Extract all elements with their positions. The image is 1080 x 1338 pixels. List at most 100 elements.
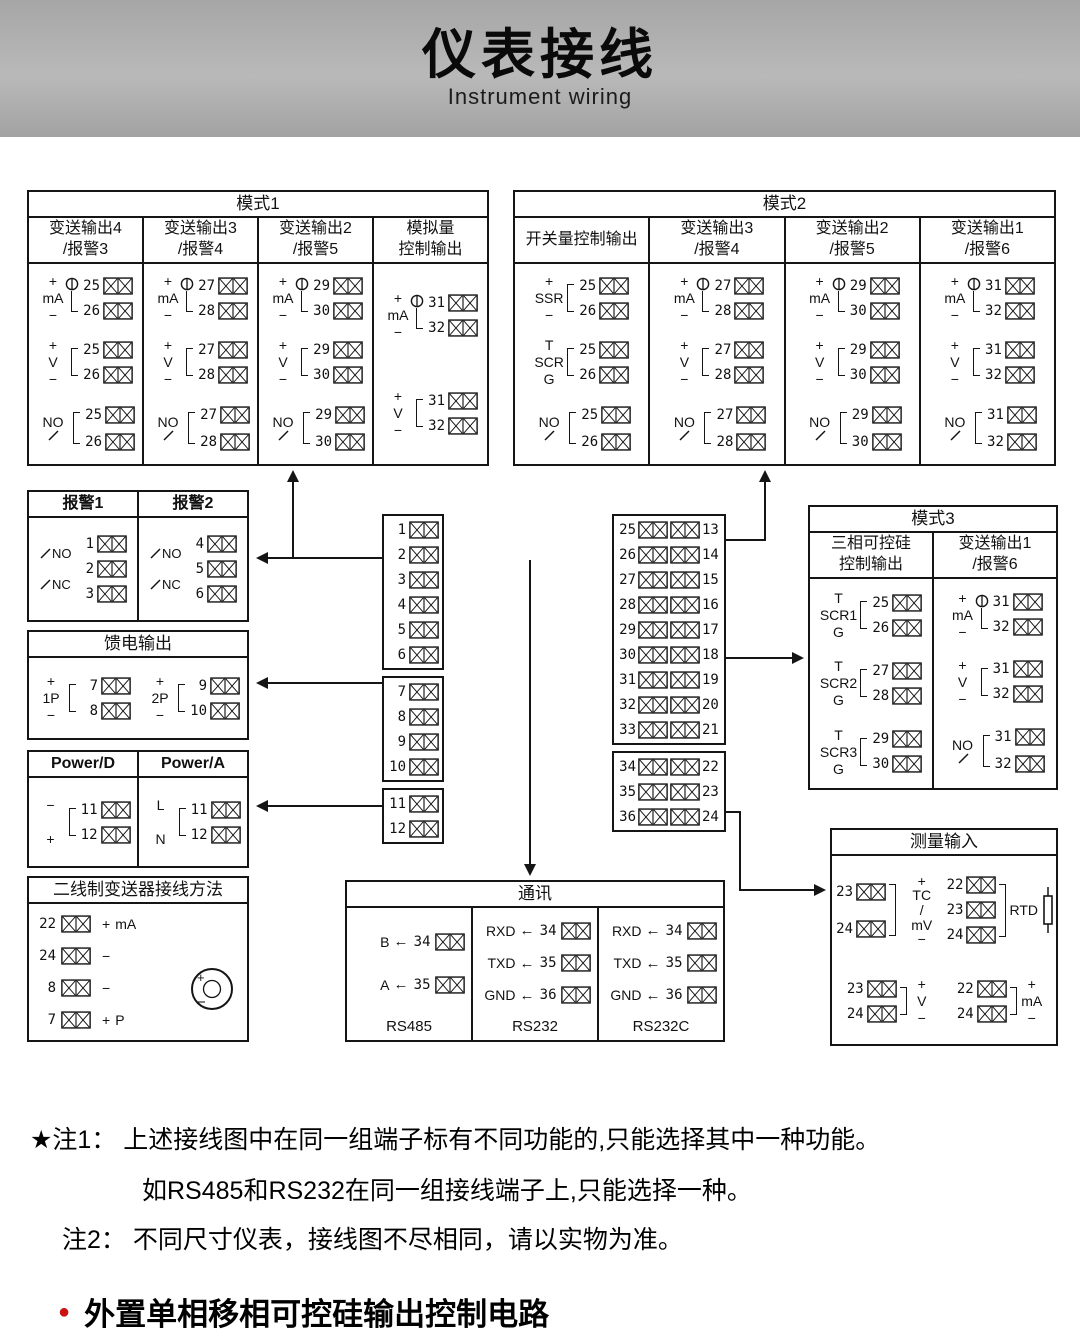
terminal-number: 8 bbox=[397, 708, 406, 725]
terminal-number: 8 bbox=[47, 980, 56, 996]
terminal-number: 35 bbox=[665, 955, 683, 971]
note-2: 注2： 不同尺寸仪表，接线图不尽相同，请以实物为准。 bbox=[62, 1228, 1080, 1253]
terminal-row: 28 bbox=[196, 298, 248, 323]
terminal-number: 15 bbox=[702, 571, 719, 588]
terminal-number: 27 bbox=[716, 406, 734, 423]
terminal-row: 24− bbox=[37, 942, 239, 970]
terminal-row: 4 bbox=[387, 592, 439, 617]
group-name-line: SCR1 bbox=[819, 607, 858, 624]
terminal-row: 27 bbox=[714, 402, 767, 427]
terminal-screw-icon bbox=[207, 585, 237, 603]
terminal-row: 26 bbox=[870, 615, 922, 640]
group-label: +mA− bbox=[940, 273, 970, 323]
terminal-row: 29 bbox=[848, 337, 900, 362]
terminal-number: 23 bbox=[836, 883, 853, 900]
terminal-number: 27 bbox=[200, 406, 217, 423]
signal-name: RXD bbox=[611, 922, 642, 939]
terminal-row: 27 bbox=[712, 337, 765, 362]
terminal-screw-icon bbox=[599, 340, 629, 359]
terminal-screw-icon bbox=[670, 695, 700, 714]
terminal-row: 24 bbox=[834, 916, 886, 941]
group-label: −+ bbox=[36, 797, 66, 847]
terminal-number: 30 bbox=[313, 366, 330, 383]
column-header-line: 报警1 bbox=[62, 494, 104, 512]
group-label: NO bbox=[36, 401, 70, 455]
terminal-screw-icon bbox=[333, 276, 363, 295]
terminal-screw-icon bbox=[218, 365, 248, 384]
column-header-line: 变送输出2 bbox=[279, 220, 352, 238]
terminal-screw-icon bbox=[601, 432, 631, 451]
terminal-row: 6 bbox=[185, 582, 237, 607]
terminal-screw-icon bbox=[210, 676, 240, 695]
terminal-screw-icon bbox=[103, 365, 133, 384]
terminal-screw-icon bbox=[333, 340, 363, 359]
relay-contact-icon bbox=[150, 579, 161, 590]
terminal-row: 25 bbox=[81, 337, 133, 362]
terminal-screw-icon bbox=[638, 570, 668, 589]
terminal-row: 30 bbox=[313, 429, 365, 454]
terminal-number: 25 bbox=[581, 406, 599, 423]
group-name-line: 2P bbox=[151, 690, 169, 706]
terminal-number: 22 bbox=[946, 877, 964, 894]
wire-arrow-icon: ← bbox=[645, 986, 661, 1004]
terminal-screw-icon bbox=[966, 926, 997, 944]
group-label: RTD bbox=[1009, 873, 1038, 948]
relay-contact-icon bbox=[48, 430, 59, 441]
terminal-number: 27 bbox=[714, 277, 732, 294]
terminal-screw-icon bbox=[686, 986, 717, 1004]
terminal-screw-icon bbox=[560, 922, 591, 940]
group-name: mA bbox=[273, 291, 294, 305]
page-header: 仪表接线 Instrument wiring bbox=[0, 0, 1080, 137]
wire-bracket bbox=[982, 734, 990, 767]
terminal-row: 29 bbox=[311, 273, 363, 298]
terminal-screw-icon bbox=[734, 276, 765, 295]
terminal-row: 6 bbox=[387, 642, 439, 667]
terminal-screw-icon bbox=[103, 340, 133, 359]
terminal-screw-icon bbox=[736, 405, 767, 424]
column-header-line: 模拟量 bbox=[406, 220, 455, 238]
group-name: mA bbox=[809, 291, 830, 305]
terminal-row: 26 bbox=[81, 362, 133, 387]
terminal-screw-icon bbox=[638, 520, 668, 539]
group-name: TC/mV bbox=[899, 888, 944, 932]
terminal-screw-icon bbox=[871, 432, 902, 451]
terminal-row: 32 bbox=[991, 615, 1043, 640]
terminal-row: 23 bbox=[845, 976, 897, 1001]
polarity-bottom: − bbox=[950, 307, 959, 323]
terminal-number: 9 bbox=[198, 677, 207, 694]
terminal-number: 29 bbox=[849, 341, 867, 358]
wire-bracket bbox=[303, 412, 310, 444]
terminal-row: 29 bbox=[850, 402, 902, 427]
group-label: +V− bbox=[669, 337, 699, 387]
polarity-top: + bbox=[545, 273, 554, 289]
terminal-row: 22 bbox=[944, 873, 997, 898]
terminal-row: 25 bbox=[577, 273, 629, 298]
wire-bracket bbox=[899, 987, 907, 1016]
column-header-line: 变送输出4 bbox=[49, 220, 122, 238]
terminal-number: 24 bbox=[946, 927, 964, 944]
group-name: NO bbox=[946, 738, 980, 764]
terminal-number: 7 bbox=[89, 677, 98, 694]
terminal-number: 32 bbox=[994, 756, 1012, 772]
terminal-number: 5 bbox=[195, 561, 204, 577]
terminal-number: 1 bbox=[85, 536, 94, 552]
terminal-screw-icon bbox=[409, 570, 439, 589]
terminal-number: 3 bbox=[85, 586, 94, 602]
terminal-number: 31 bbox=[619, 671, 636, 688]
group-label: +mA− bbox=[38, 273, 68, 323]
terminal-screw-icon bbox=[448, 293, 478, 312]
